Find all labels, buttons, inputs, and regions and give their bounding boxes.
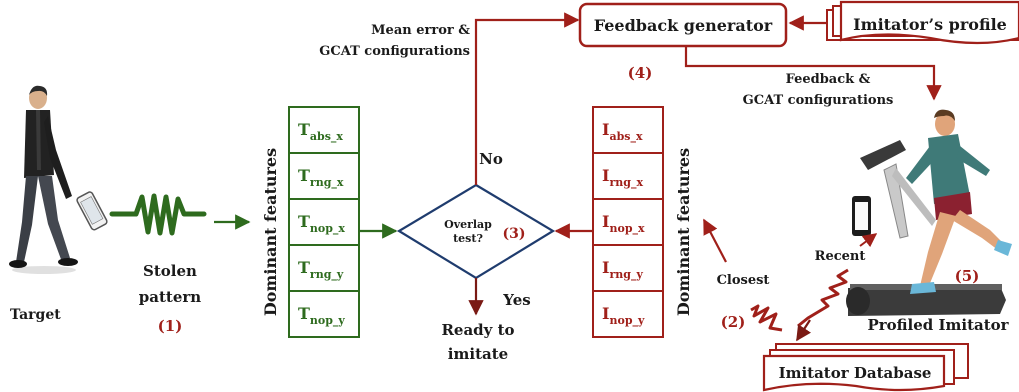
target-feature-label: Tnop_x [298, 212, 345, 236]
treadmill-icon [846, 140, 1006, 316]
target-person-icon [9, 85, 78, 274]
feedback-generator-label: Feedback generator [594, 16, 773, 35]
step-4-label: (4) [628, 64, 653, 82]
stolen-pattern-line2: pattern [139, 288, 202, 306]
phone-icon [76, 191, 108, 231]
imitator-feature-label: Irng_y [602, 258, 643, 282]
no-label: No [479, 150, 503, 168]
feedback-to-imitator-arrow [684, 46, 942, 101]
target-feature-cell: Trng_x [288, 152, 360, 200]
feedback-line2: GCAT configurations [743, 93, 894, 108]
imitator-feature-label: Iabs_x [602, 120, 643, 144]
feedback-line1: Feedback & [786, 72, 871, 87]
step-2-label: (2) [721, 313, 746, 331]
target-feature-label: Tabs_x [298, 120, 343, 144]
mean-error-line1: Mean error & [371, 23, 470, 38]
step-1-label: (1) [158, 317, 183, 335]
closest-signal-waveform [750, 304, 783, 332]
imitator-database-label: Imitator Database [779, 364, 932, 382]
runner-person-icon [906, 109, 1012, 294]
imitator-phone-icon [852, 196, 871, 236]
imitator-profile-label: Imitator’s profile [853, 15, 1007, 34]
ready-line1: Ready to [441, 321, 514, 339]
stolen-pattern-line1: Stolen [143, 262, 197, 280]
imitator-feature-cell: Inop_x [592, 198, 664, 246]
recent-label: Recent [815, 249, 866, 264]
target-feature-cell: Tnop_x [288, 198, 360, 246]
target-label: Target [10, 307, 61, 323]
target-feature-label: Trng_x [298, 166, 344, 190]
imitator-feature-label: Irng_x [602, 166, 643, 190]
profiled-imitator-label: Profiled Imitator [867, 316, 1009, 334]
mean-error-line2: GCAT configurations [319, 44, 470, 59]
closest-label: Closest [717, 273, 770, 288]
target-feature-label: Tnop_y [298, 304, 345, 328]
recent-to-database-arrow [796, 319, 812, 342]
imitator-features-title: Dominant features [674, 148, 693, 316]
closest-arrow [703, 218, 727, 263]
imitator-feature-cell: Irng_x [592, 152, 664, 200]
stolen-signal-waveform [109, 193, 207, 236]
recent-signal-waveform [797, 268, 849, 328]
ready-line2: imitate [448, 345, 508, 363]
overlap-line2: test? [453, 232, 483, 245]
recent-arrow [859, 233, 878, 248]
step-3-label: (3) [503, 226, 526, 242]
imitator-feature-cell: Iabs_x [592, 106, 664, 154]
overlap-line1: Overlap [444, 218, 492, 231]
imitator-database-document [762, 343, 969, 392]
no-path-arrow [474, 12, 580, 185]
imitator-feature-cell: Irng_y [592, 244, 664, 292]
target-feature-cell: Tnop_y [288, 290, 360, 338]
target-feature-cell: Trng_y [288, 244, 360, 292]
imitator-feature-label: Inop_x [602, 212, 645, 236]
target-feature-cell: Tabs_x [288, 106, 360, 154]
feedback-generator-box [578, 2, 788, 48]
step-5-label: (5) [955, 267, 980, 285]
target-features-title: Dominant features [261, 148, 280, 316]
target-feature-label: Trng_y [298, 258, 344, 282]
yes-label: Yes [502, 291, 530, 309]
imitator-profile-document [826, 0, 1019, 45]
imitator-feature-label: Inop_y [602, 304, 645, 328]
imitator-feature-cell: Inop_y [592, 290, 664, 338]
